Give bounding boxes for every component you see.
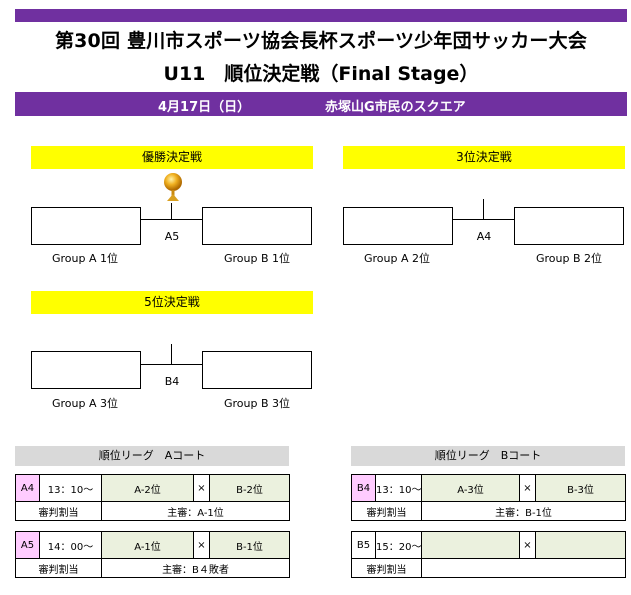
fifth-right-slot (202, 351, 312, 389)
fifth-match-code: B4 (164, 375, 180, 388)
versus-mark: × (193, 474, 210, 502)
top-purple-bar (15, 9, 627, 22)
away-team: B-1位 (209, 531, 290, 559)
third-left-slot (343, 207, 453, 245)
court-a-match-1: A4 13：10〜 A-2位 × B-2位 審判割当 主審：A-1位 (15, 474, 290, 521)
event-venue: 赤塚山G市民のスクエア (325, 100, 466, 115)
third-stem (483, 199, 484, 220)
third-left-label: Group A 2位 (364, 252, 431, 265)
fifth-right-label: Group B 3位 (224, 397, 291, 410)
match-code: A4 (15, 474, 40, 502)
final-match-code: A5 (164, 230, 180, 243)
fifth-title: 5位決定戦 (31, 291, 313, 314)
home-team: A-1位 (101, 531, 194, 559)
away-team: B-3位 (535, 474, 626, 502)
third-right-label: Group B 2位 (536, 252, 603, 265)
page-subtitle: U11 順位決定戦（Final Stage） (163, 63, 479, 85)
away-team: B-2位 (209, 474, 290, 502)
final-right-label: Group B 1位 (224, 252, 291, 265)
home-team: A-3位 (421, 474, 520, 502)
match-time: 14：00〜 (39, 531, 102, 559)
third-right-slot (514, 207, 624, 245)
referee-label: 審判割当 (351, 501, 422, 521)
third-title: 3位決定戦 (343, 146, 625, 169)
event-date: 4月17日（日） (158, 100, 251, 115)
referee-label: 審判割当 (15, 558, 102, 578)
court-a-header: 順位リーグ Aコート (15, 446, 289, 466)
referee-assignment (421, 558, 626, 578)
date-venue-bar: 4月17日（日） 赤塚山G市民のスクエア (15, 92, 627, 116)
versus-mark: × (193, 531, 210, 559)
away-team (535, 531, 626, 559)
court-a-match-2: A5 14：00〜 A-1位 × B-1位 審判割当 主審：B４敗者 (15, 531, 290, 578)
versus-mark: × (519, 474, 536, 502)
court-b-header: 順位リーグ Bコート (351, 446, 625, 466)
fifth-left-slot (31, 351, 141, 389)
match-time: 15：20〜 (375, 531, 422, 559)
match-time: 13：10〜 (375, 474, 422, 502)
versus-mark: × (519, 531, 536, 559)
referee-assignment: 主審：A-1位 (101, 501, 290, 521)
final-left-label: Group A 1位 (52, 252, 119, 265)
home-team: A-2位 (101, 474, 194, 502)
fifth-left-label: Group A 3位 (52, 397, 119, 410)
third-match-code: A4 (476, 230, 492, 243)
referee-assignment: 主審：B４敗者 (101, 558, 290, 578)
final-left-slot (31, 207, 141, 245)
trophy-icon (161, 172, 185, 202)
court-b-match-2: B5 15：20〜 × 審判割当 (351, 531, 626, 578)
match-code: B5 (351, 531, 376, 559)
referee-assignment: 主審：B-1位 (421, 501, 626, 521)
match-time: 13：10〜 (39, 474, 102, 502)
fifth-stem (171, 344, 172, 365)
referee-label: 審判割当 (15, 501, 102, 521)
match-code: A5 (15, 531, 40, 559)
final-title: 優勝決定戦 (31, 146, 313, 169)
match-code: B4 (351, 474, 376, 502)
home-team (421, 531, 520, 559)
referee-label: 審判割当 (351, 558, 422, 578)
page-title: 第30回 豊川市スポーツ協会長杯スポーツ少年団サッカー大会 (54, 30, 588, 52)
final-right-slot (202, 207, 312, 245)
final-stem (171, 203, 172, 220)
court-b-match-1: B4 13：10〜 A-3位 × B-3位 審判割当 主審：B-1位 (351, 474, 626, 521)
